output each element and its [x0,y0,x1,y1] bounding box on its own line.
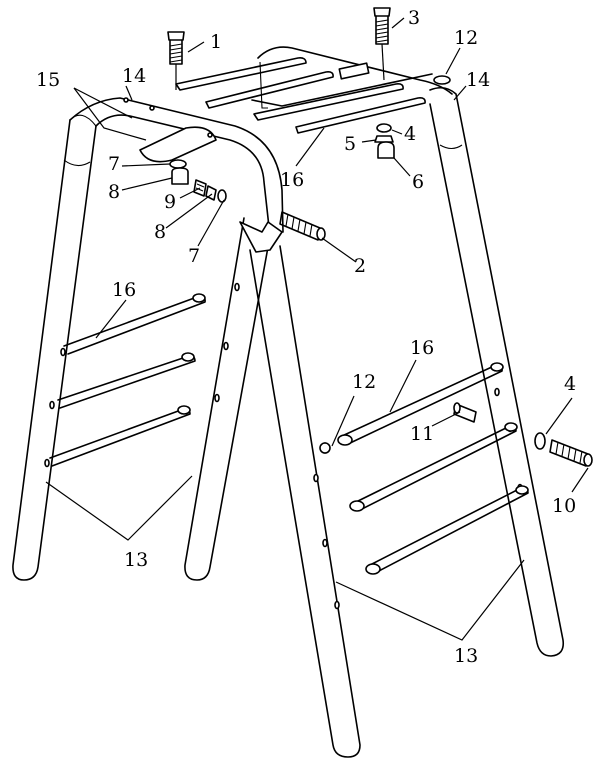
left-inner-leg [184,217,271,581]
washer-7-top [169,159,187,169]
right-back-frame [249,46,565,758]
cap-nut-6 [377,141,395,159]
callout-15: 15 [36,69,60,91]
cap-nut-8 [171,167,189,185]
left-rungs [49,293,206,467]
callout-13-right: 13 [454,645,478,667]
right-inner-leg [249,245,361,758]
bolt-11 [453,402,477,423]
hardware-parts [167,7,593,467]
callout-5: 5 [344,133,356,155]
callout-8-lower: 8 [154,221,166,243]
callout-6: 6 [412,171,424,193]
left-outer-leg [12,119,97,581]
leader-lines [45,17,589,641]
callout-3: 3 [408,7,420,29]
top-platform-bars [175,57,426,134]
left-top-tube [95,114,271,237]
right-rungs [320,362,529,575]
washer-12-top [433,75,451,85]
callout-16-left: 16 [112,279,136,301]
callout-12-top: 12 [454,27,478,49]
left-front-frame [12,97,284,581]
callout-10: 10 [552,495,576,517]
callout-9: 9 [164,191,176,213]
callout-4-top: 4 [404,123,416,145]
callout-1: 1 [210,31,222,53]
callout-16-right: 16 [410,337,434,359]
callout-13-left: 13 [124,549,148,571]
callout-11: 11 [410,423,434,445]
bolt-3 [373,7,391,81]
callout-12-lower: 12 [352,371,376,393]
washer-4-top [376,123,392,133]
callout-14-left: 14 [122,65,146,87]
callout-2: 2 [354,255,366,277]
side-nut-stack [193,179,227,203]
callout-8-top: 8 [108,181,120,203]
washer-4-lower [534,432,546,450]
bolt-10 [549,439,593,467]
bolt-2 [279,211,326,241]
callout-labels: 1 2 3 4 4 5 6 7 7 8 8 9 10 11 12 12 13 1… [36,7,576,667]
right-top-frame [257,46,453,95]
right-outer-leg [429,86,565,657]
washer-12-lower [319,442,331,454]
callout-4-lower: 4 [564,373,576,395]
callout-7-lower: 7 [188,245,200,267]
callout-16-top: 16 [280,169,304,191]
callout-14-right: 14 [466,69,490,91]
bolt-1 [167,31,185,90]
left-top-cap [123,97,283,253]
right-leg-holes [313,387,523,610]
nut-5 [374,135,394,143]
left-leg-holes [44,282,240,468]
callout-7-top: 7 [108,153,120,175]
